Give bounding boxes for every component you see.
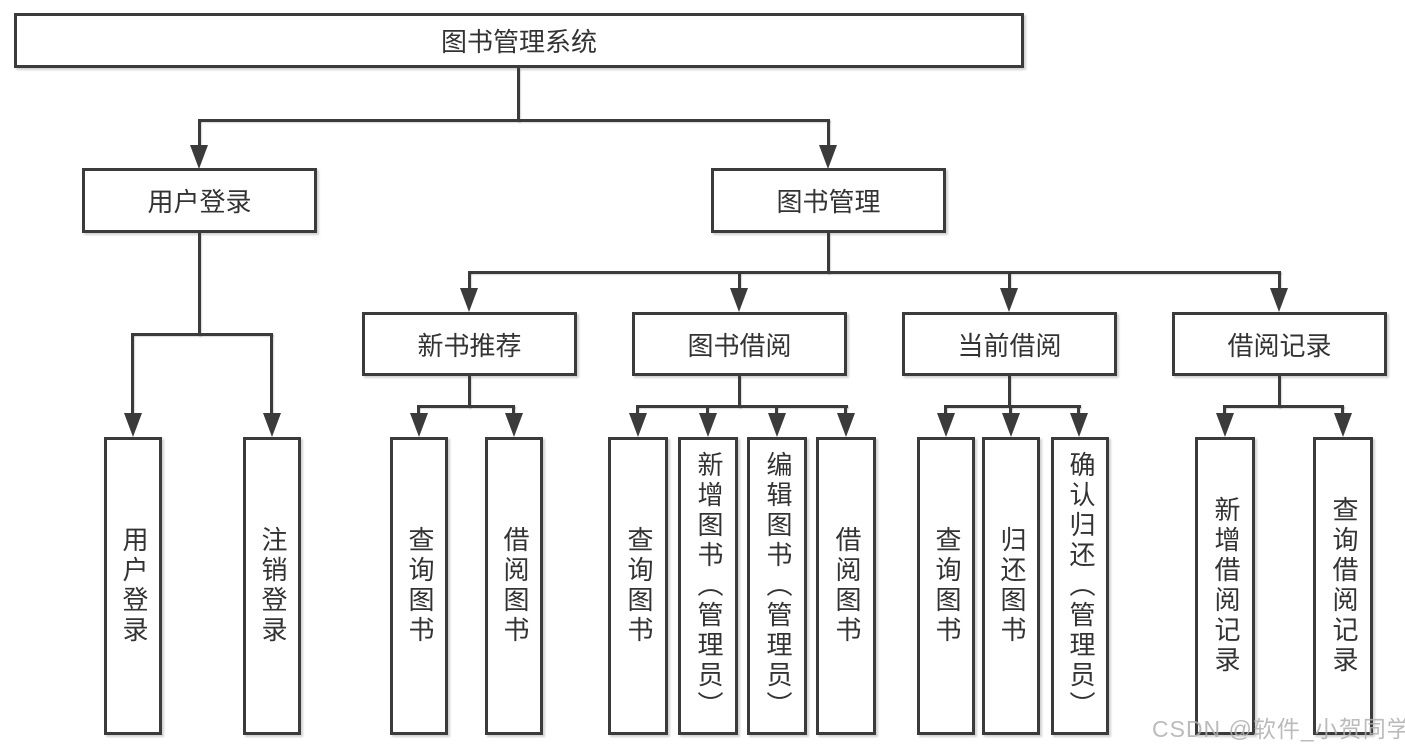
leaf-user-login-label: 用户登录	[118, 526, 149, 646]
connector-line	[944, 405, 1081, 408]
node-book-management: 图书管理	[711, 168, 946, 233]
leaf-query-books-3: 查询图书	[917, 437, 975, 735]
arrow-down-icon	[1002, 413, 1020, 437]
connector-line	[1278, 272, 1281, 290]
leaf-edit-book-admin-label: 编辑图书（管理员）	[762, 451, 793, 721]
leaf-query-books-2-label: 查询图书	[623, 526, 654, 646]
arrow-down-icon	[1000, 288, 1018, 312]
connector-line	[1008, 272, 1011, 290]
arrow-down-icon	[1334, 413, 1352, 437]
node-current-borrow: 当前借阅	[902, 312, 1117, 376]
connector-line	[198, 119, 830, 122]
connector-line	[1223, 405, 1344, 408]
leaf-query-books-1: 查询图书	[390, 437, 448, 735]
arrow-down-icon	[819, 145, 837, 169]
arrow-down-icon	[1270, 288, 1288, 312]
connector-line	[738, 272, 741, 290]
leaf-add-book-admin-label: 新增图书（管理员）	[693, 451, 724, 721]
node-book-borrow: 图书借阅	[632, 312, 847, 376]
node-user-login: 用户登录	[82, 168, 317, 233]
leaf-borrow-books-1: 借阅图书	[485, 437, 543, 735]
leaf-edit-book-admin: 编辑图书（管理员）	[747, 437, 807, 735]
connector-line	[636, 405, 848, 408]
connector-line	[775, 406, 778, 414]
connector-line	[417, 406, 420, 414]
connector-line	[270, 334, 273, 414]
arrow-down-icon	[1216, 413, 1234, 437]
leaf-borrow-books-1-label: 借阅图书	[499, 526, 530, 646]
leaf-query-books-3-label: 查询图书	[931, 526, 962, 646]
leaf-confirm-return-admin-label: 确认归还（管理员）	[1065, 451, 1096, 721]
connector-line	[512, 406, 515, 414]
arrow-down-icon	[263, 413, 281, 437]
arrow-down-icon	[190, 145, 208, 169]
connector-line	[827, 233, 830, 274]
leaf-logout-label: 注销登录	[257, 526, 288, 646]
connector-line	[738, 376, 741, 408]
arrow-down-icon	[937, 413, 955, 437]
connector-line	[468, 376, 471, 408]
connector-line	[517, 68, 520, 122]
connector-line	[944, 406, 947, 414]
connector-line	[468, 271, 1281, 274]
connector-line	[1278, 376, 1281, 408]
connector-line	[827, 120, 830, 146]
connector-line	[198, 120, 201, 146]
arrow-down-icon	[629, 413, 647, 437]
connector-line	[706, 406, 709, 414]
connector-line	[468, 272, 471, 290]
connector-line	[1223, 406, 1226, 414]
connector-line	[1009, 406, 1012, 414]
arrow-down-icon	[410, 413, 428, 437]
leaf-confirm-return-admin: 确认归还（管理员）	[1051, 437, 1109, 735]
arrow-down-icon	[768, 413, 786, 437]
connector-line	[1077, 406, 1080, 414]
arrow-down-icon	[730, 288, 748, 312]
leaf-logout: 注销登录	[243, 437, 301, 735]
connector-line	[1341, 406, 1344, 414]
leaf-add-borrow-record: 新增借阅记录	[1195, 437, 1255, 735]
leaf-query-books-2: 查询图书	[608, 437, 668, 735]
arrow-down-icon	[505, 413, 523, 437]
connector-line	[417, 405, 515, 408]
leaf-borrow-books-2-label: 借阅图书	[831, 526, 862, 646]
node-borrow-records: 借阅记录	[1172, 312, 1387, 376]
watermark: CSDN @软件_小贺同学	[1152, 716, 1405, 742]
leaf-borrow-books-2: 借阅图书	[816, 437, 876, 735]
leaf-return-book: 归还图书	[982, 437, 1040, 735]
arrow-down-icon	[1070, 413, 1088, 437]
connector-line	[131, 333, 273, 336]
connector-line	[131, 334, 134, 414]
connector-line	[1008, 376, 1011, 408]
leaf-add-book-admin: 新增图书（管理员）	[678, 437, 738, 735]
leaf-user-login: 用户登录	[104, 437, 162, 735]
leaf-query-books-1-label: 查询图书	[404, 526, 435, 646]
leaf-return-book-label: 归还图书	[996, 526, 1027, 646]
node-root: 图书管理系统	[14, 13, 1024, 68]
connector-line	[844, 406, 847, 414]
arrow-down-icon	[699, 413, 717, 437]
leaf-add-borrow-record-label: 新增借阅记录	[1210, 496, 1241, 676]
arrow-down-icon	[460, 288, 478, 312]
arrow-down-icon	[837, 413, 855, 437]
node-new-book-recommend: 新书推荐	[362, 312, 577, 376]
leaf-query-borrow-record-label: 查询借阅记录	[1328, 496, 1359, 676]
leaf-query-borrow-record: 查询借阅记录	[1313, 437, 1373, 735]
arrow-down-icon	[124, 413, 142, 437]
connector-line	[198, 233, 201, 336]
connector-line	[636, 406, 639, 414]
